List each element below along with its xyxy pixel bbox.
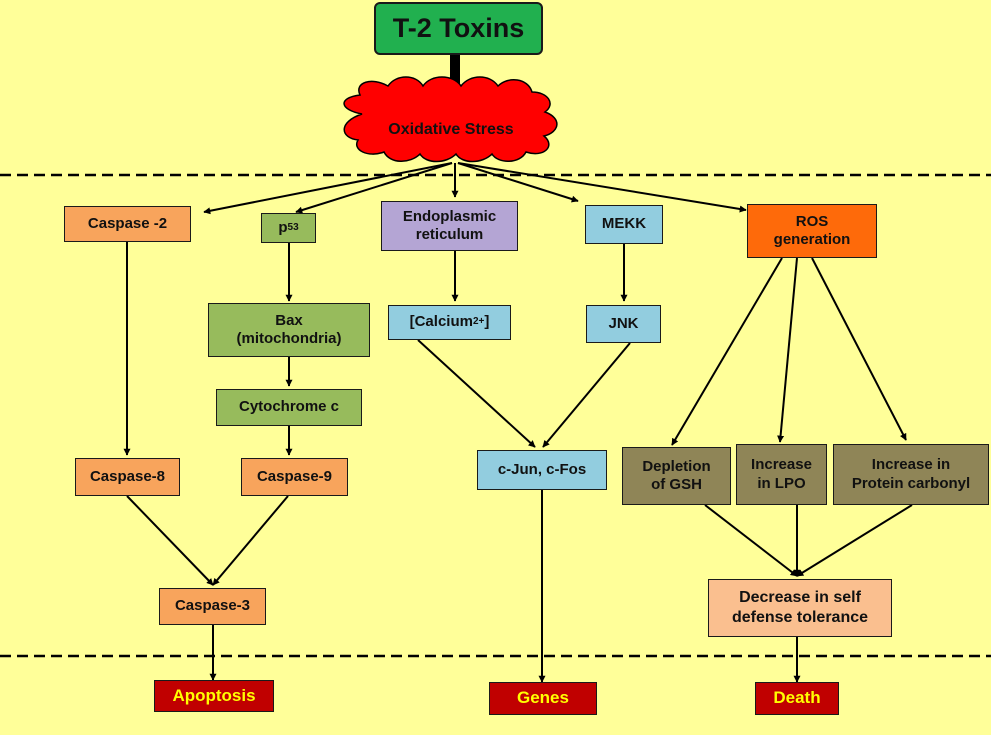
arrow-ros-depletion [671,257,783,446]
arrow-caspase9-caspase3 [212,495,289,586]
caspase-8-box: Caspase-8 [75,458,180,496]
jnk-box: JNK [586,305,661,343]
arrow-calcium-cjun [417,339,536,448]
arrow-ros-protein [811,257,907,441]
caspase-9-box: Caspase-9 [241,458,348,496]
arrow-depletion-defense [704,504,798,577]
arrow-stress-caspase2 [203,162,453,215]
caspase-3-box: Caspase-3 [159,588,266,625]
oxidative-stress-label: Oxidative Stress [388,121,514,138]
death-box: Death [755,682,839,715]
arrow-stress-ros [457,162,747,213]
arrow-caspase8-caspase3 [126,495,214,586]
arrows [123,162,913,683]
depletion-gsh-box: Depletion of GSH [622,447,731,505]
increase-protein-carbonyl-box: Increase in Protein carbonyl [833,444,989,505]
ros-generation-box: ROS generation [747,204,877,258]
decrease-self-defense-box: Decrease in self defense tolerance [708,579,892,637]
arrow-stress-p53 [295,162,453,214]
arrow-ros-lpo [777,257,798,443]
arrow-stress-mekk [457,162,579,203]
mekk-box: MEKK [585,205,663,244]
increase-lpo-box: Increase in LPO [736,444,827,505]
arrow-jnk-cjun [542,342,631,448]
bax-box: Bax (mitochondria) [208,303,370,357]
genes-box: Genes [489,682,597,715]
cjun-cfos-box: c-Jun, c-Fos [477,450,607,490]
oxidative-stress-cloud [343,76,558,163]
arrow-protein-defense [796,504,913,577]
t2-toxins-box: T-2 Toxins [374,2,543,55]
endoplasmic-reticulum-box: Endoplasmic reticulum [381,201,518,251]
apoptosis-box: Apoptosis [154,680,274,712]
caspase-2-box: Caspase -2 [64,206,191,242]
cytochrome-c-box: Cytochrome c [216,389,362,426]
